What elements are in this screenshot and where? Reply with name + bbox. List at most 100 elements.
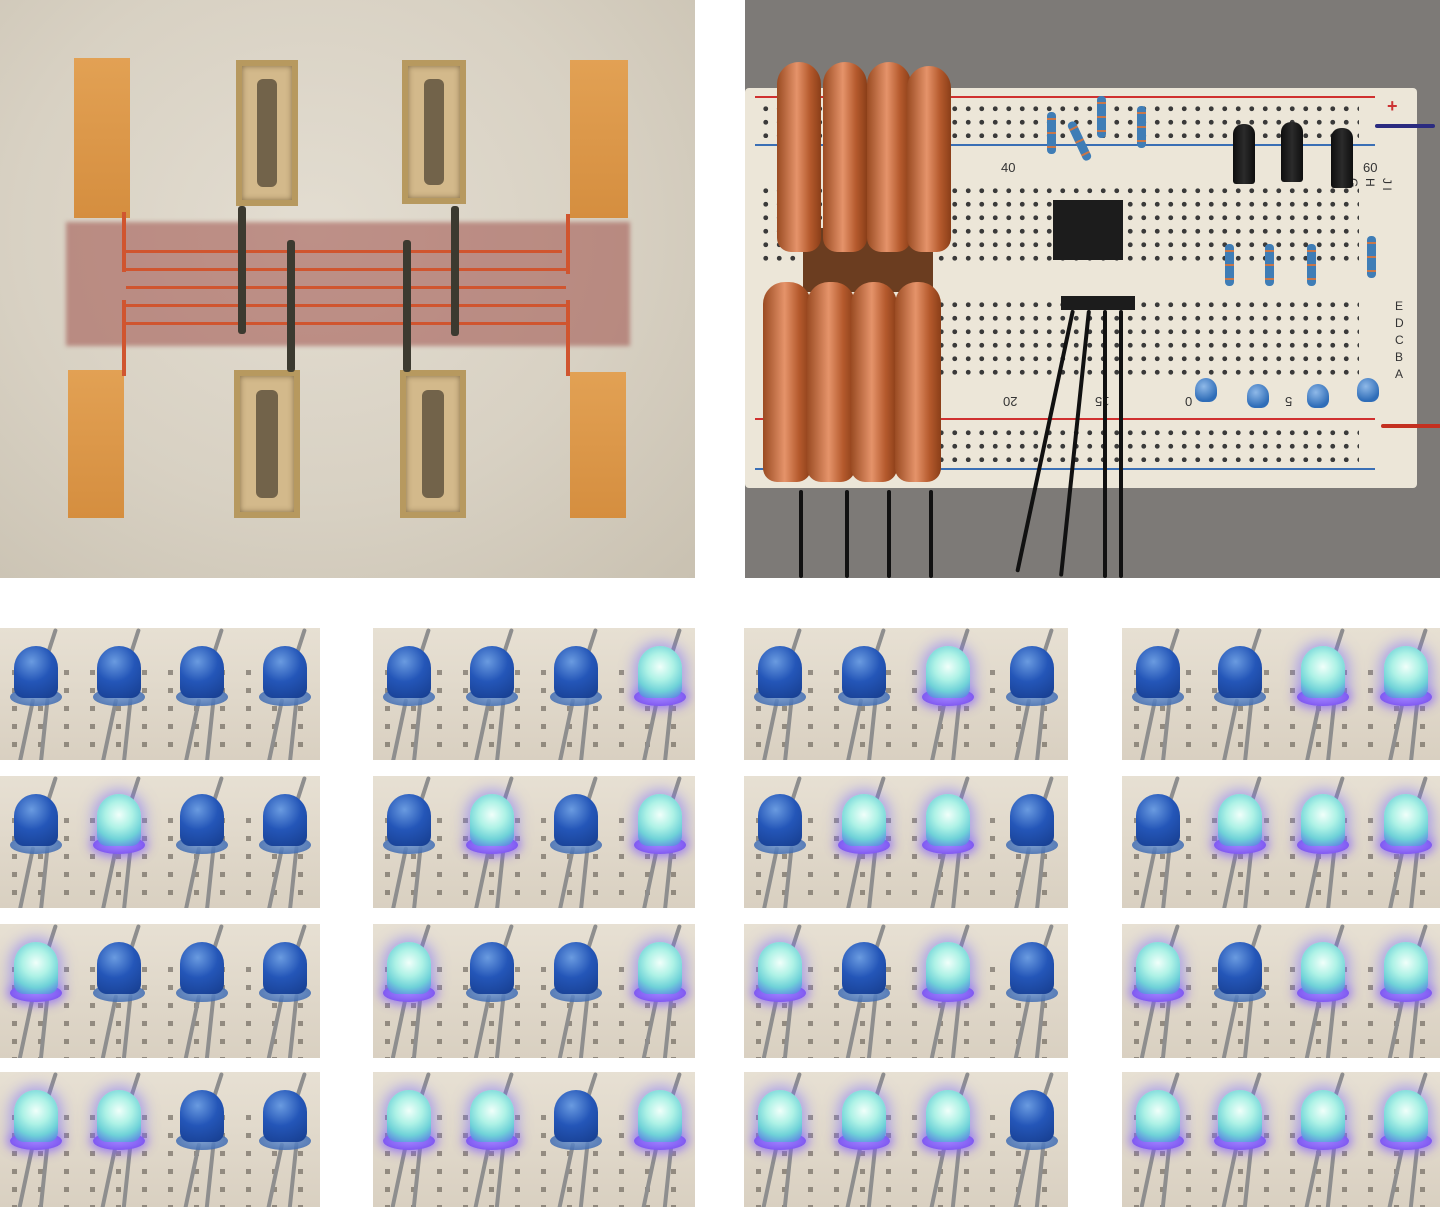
led-unlit	[1006, 794, 1058, 886]
led-unlit	[176, 942, 228, 1034]
led-lit	[1132, 1090, 1184, 1182]
led-lit	[634, 942, 686, 1034]
led-unlit	[1006, 1090, 1058, 1182]
led-state-panel	[0, 924, 320, 1058]
led-lit	[93, 794, 145, 886]
led-unlit	[93, 942, 145, 1034]
led-unlit	[383, 794, 435, 886]
led-lit	[1380, 942, 1432, 1034]
led-state-panel	[744, 776, 1068, 908]
column-number: 20	[1003, 394, 1018, 409]
led-lit	[754, 942, 806, 1034]
led-lit	[1297, 794, 1349, 886]
alligator-clip	[777, 62, 821, 252]
contact-pad	[570, 60, 628, 218]
resistor	[1137, 106, 1146, 148]
alligator-clip	[807, 282, 855, 482]
transistor	[1233, 124, 1255, 184]
led-unlit	[176, 1090, 228, 1182]
led-unlit	[1214, 646, 1266, 738]
led-unlit	[754, 646, 806, 738]
resistor	[1307, 244, 1316, 286]
transistor	[1281, 122, 1303, 182]
alligator-clip	[763, 282, 811, 482]
led-lit	[634, 794, 686, 886]
led-unlit	[1214, 942, 1266, 1034]
led-unlit	[550, 1090, 602, 1182]
resistor	[1097, 96, 1106, 138]
column-number: 60	[1363, 160, 1378, 175]
led-state-panel	[0, 1072, 320, 1207]
alligator-clip	[851, 282, 897, 482]
resistor	[1367, 236, 1376, 278]
led-unlit	[259, 942, 311, 1034]
led-unlit	[550, 646, 602, 738]
led-lit	[466, 1090, 518, 1182]
resistor	[1265, 244, 1274, 286]
led-state-panel	[1122, 776, 1440, 908]
led-lit	[1297, 646, 1349, 738]
led-lit	[838, 794, 890, 886]
led-lit	[1132, 942, 1184, 1034]
indicator-led	[1357, 378, 1379, 402]
rail-plus-label: +	[1387, 96, 1398, 116]
led-unlit	[383, 646, 435, 738]
led-unlit	[838, 942, 890, 1034]
reservoir-well	[234, 370, 300, 518]
led-unlit	[93, 646, 145, 738]
alligator-clip	[867, 62, 911, 252]
led-lit	[922, 942, 974, 1034]
led-unlit	[1132, 794, 1184, 886]
contact-pad	[68, 370, 124, 518]
led-lit	[383, 1090, 435, 1182]
led-state-panel	[373, 776, 695, 908]
led-unlit	[838, 646, 890, 738]
led-lit	[383, 942, 435, 1034]
led-lit	[1214, 1090, 1266, 1182]
led-state-panel	[1122, 628, 1440, 760]
led-lit	[922, 1090, 974, 1182]
indicator-led	[1247, 384, 1269, 408]
resistor	[1047, 112, 1056, 154]
reservoir-well	[400, 370, 466, 518]
alligator-clip	[895, 282, 941, 482]
led-state-panel	[0, 628, 320, 760]
led-state-panel	[373, 628, 695, 760]
led-unlit	[176, 794, 228, 886]
transistor	[1331, 128, 1353, 188]
alligator-clip	[907, 66, 951, 252]
led-lit	[634, 1090, 686, 1182]
led-lit	[93, 1090, 145, 1182]
reservoir-well	[402, 60, 466, 204]
led-lit	[10, 942, 62, 1034]
led-lit	[1214, 794, 1266, 886]
led-lit	[10, 1090, 62, 1182]
pin-header	[1061, 296, 1135, 310]
led-unlit	[10, 794, 62, 886]
paper-device-photo	[0, 0, 695, 578]
led-lit	[838, 1090, 890, 1182]
resistor	[1225, 244, 1234, 286]
indicator-led	[1195, 378, 1217, 402]
led-lit	[754, 1090, 806, 1182]
led-unlit	[550, 942, 602, 1034]
led-state-panel	[1122, 1072, 1440, 1207]
led-lit	[1380, 1090, 1432, 1182]
led-lit	[1380, 794, 1432, 886]
led-lit	[1380, 646, 1432, 738]
led-state-panel	[744, 924, 1068, 1058]
reservoir-well	[236, 60, 298, 206]
column-number: 0	[1185, 394, 1193, 409]
led-state-panel	[0, 776, 320, 908]
led-unlit	[259, 646, 311, 738]
led-unlit	[1006, 646, 1058, 738]
led-state-panel	[1122, 924, 1440, 1058]
alligator-clip	[823, 62, 867, 252]
led-state-panel	[373, 1072, 695, 1207]
column-number: 40	[1001, 160, 1016, 175]
led-unlit	[10, 646, 62, 738]
led-state-panel	[744, 1072, 1068, 1207]
led-lit	[1297, 942, 1349, 1034]
led-unlit	[754, 794, 806, 886]
